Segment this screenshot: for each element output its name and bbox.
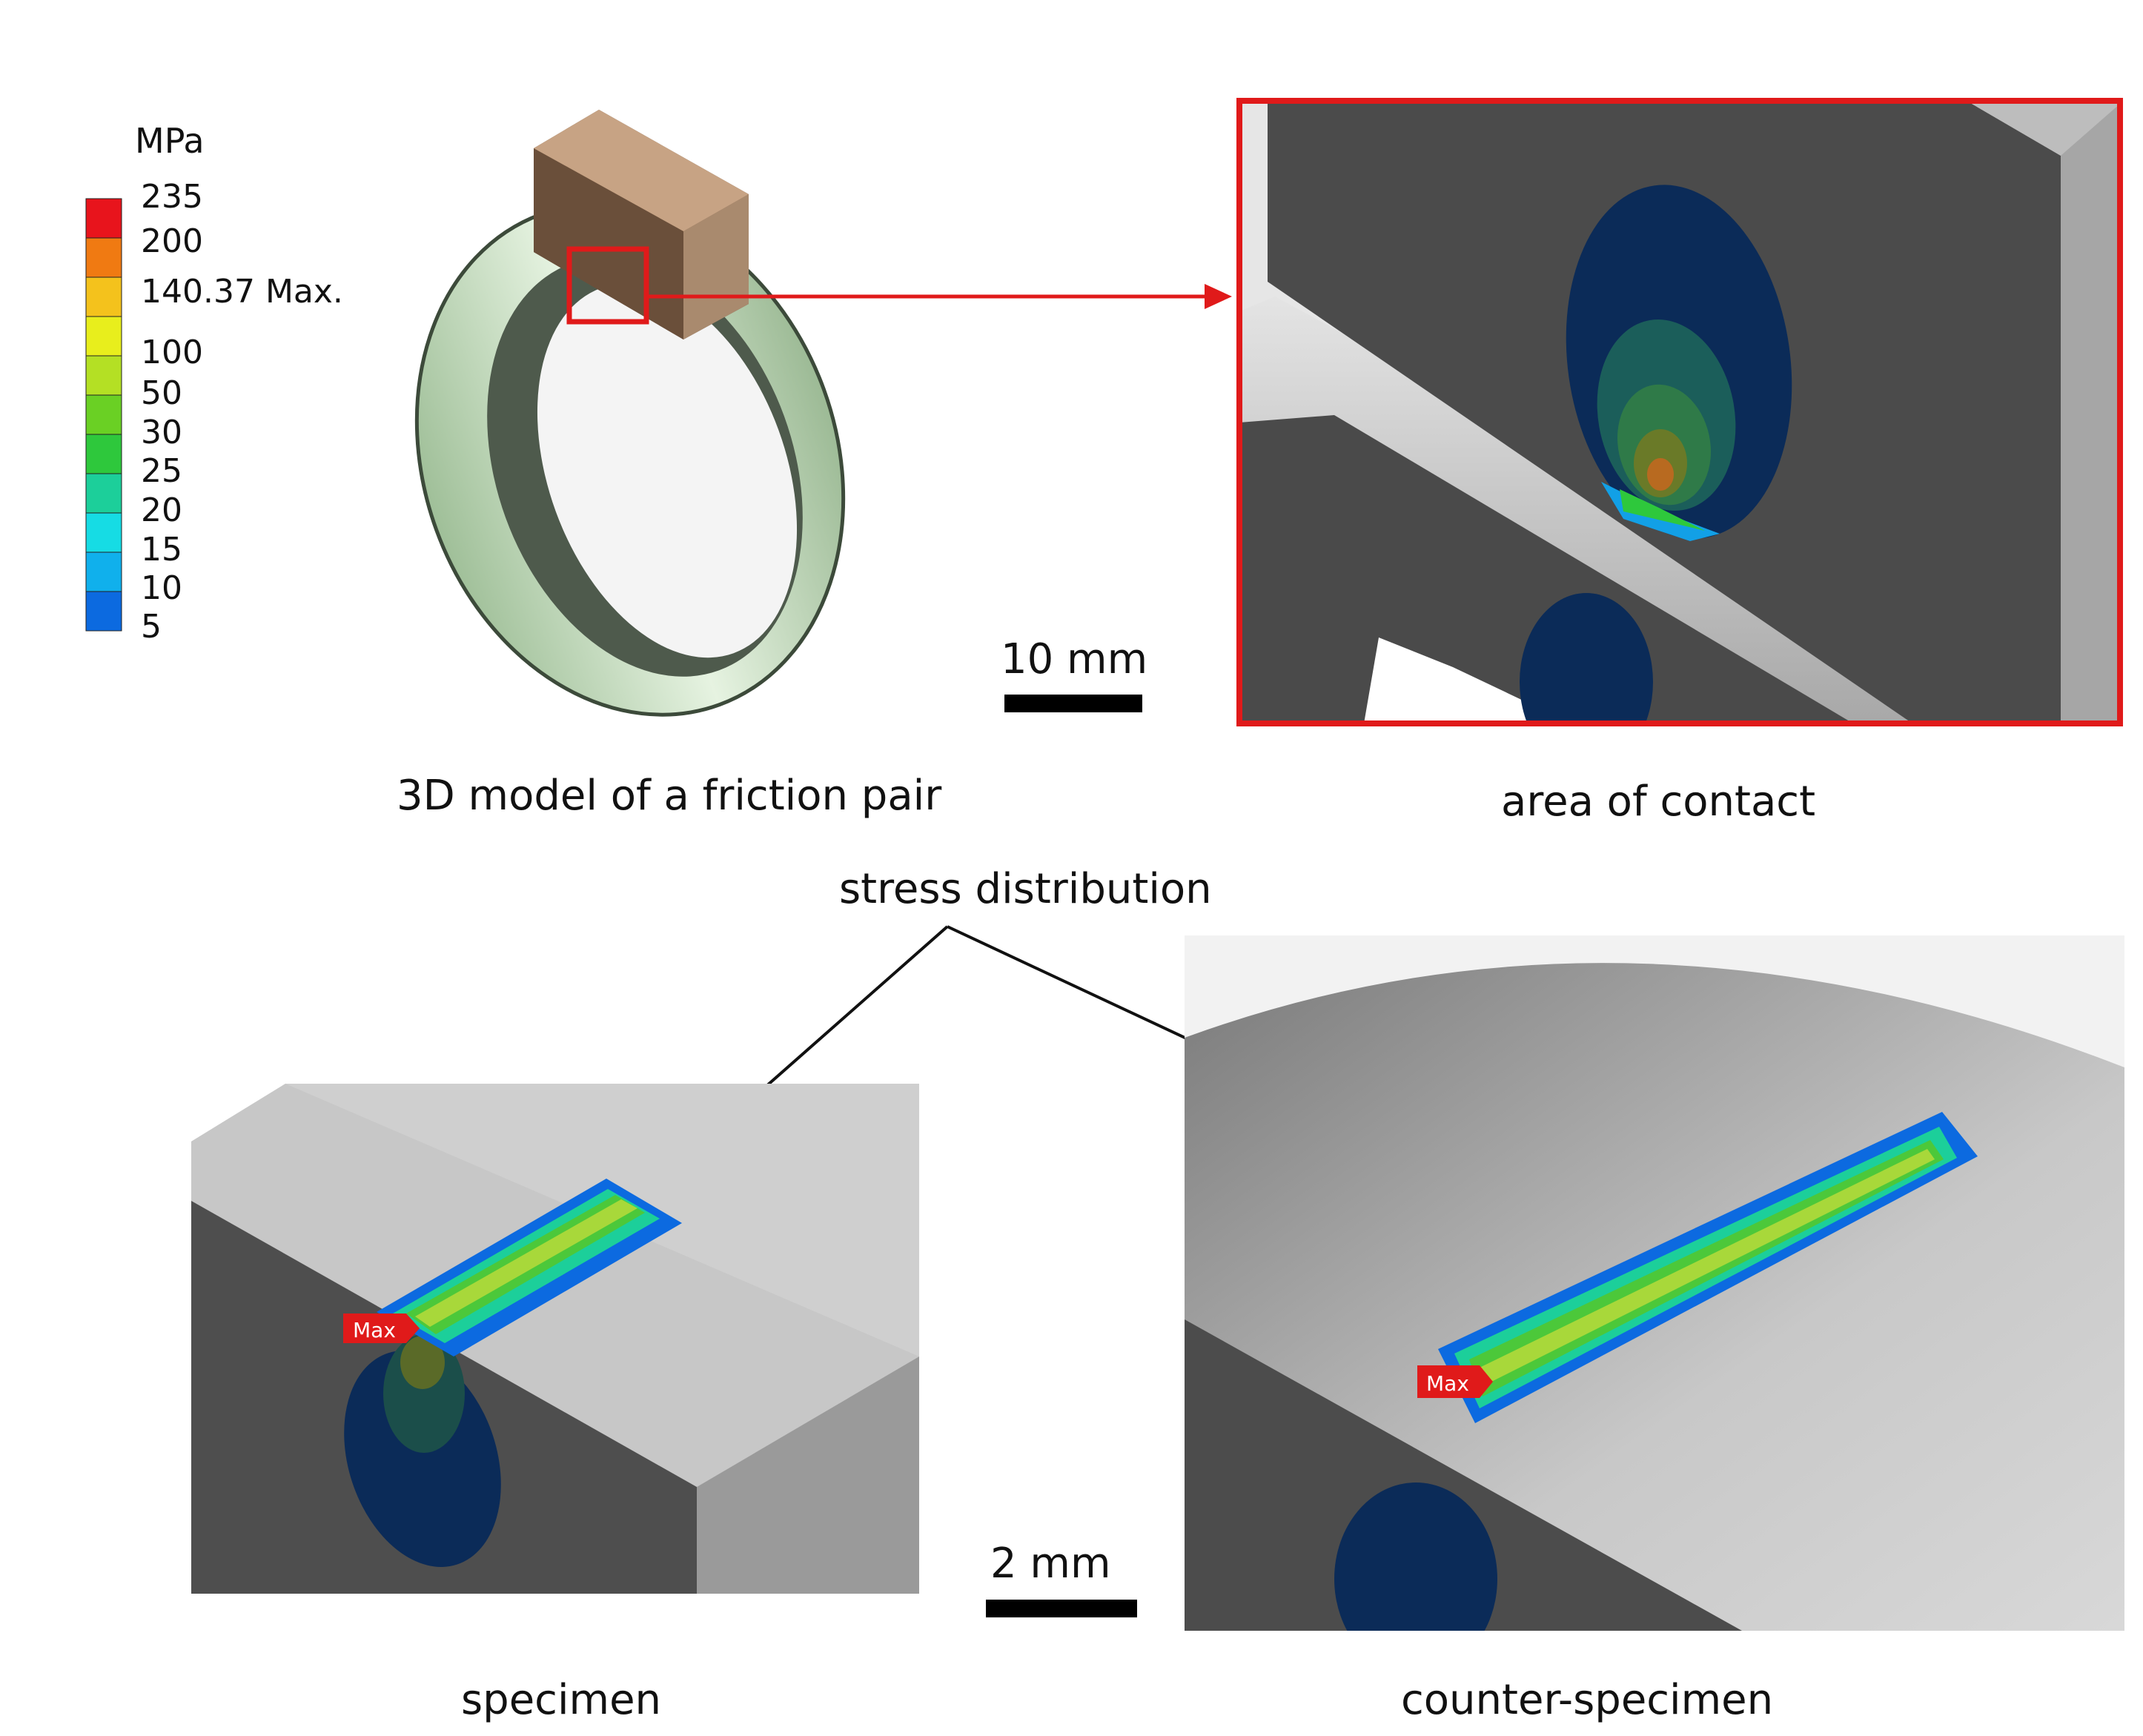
legend-unit: MPa <box>135 121 205 161</box>
legend-label: 5 <box>141 608 162 646</box>
scale-bar-bottom-label: 2 mm <box>990 1540 1111 1588</box>
legend-label: 140.37 Max. <box>141 273 343 311</box>
contact-caption: area of contact <box>1501 778 1815 826</box>
legend-swatch <box>85 473 122 514</box>
contact-zoom-frame <box>1236 98 2123 726</box>
specimen-caption: specimen <box>461 1676 661 1724</box>
legend-label: 25 <box>141 452 182 490</box>
legend-swatch <box>85 591 122 632</box>
legend-label: 10 <box>141 569 182 607</box>
legend-swatch <box>85 512 122 553</box>
zoom-arrow-head <box>1205 284 1232 309</box>
friction-pair-model <box>414 110 1232 717</box>
scale-bar-top: 10 mm <box>1001 635 1147 712</box>
scale-bar-bottom: 2 mm <box>986 1540 1137 1617</box>
legend-swatches <box>85 198 122 632</box>
counter-caption: counter-specimen <box>1401 1676 1773 1724</box>
legend-swatch <box>85 316 122 357</box>
ring-hole <box>537 283 798 658</box>
legend-label: 100 <box>141 334 203 371</box>
counter-specimen-model: Max <box>1185 935 2124 1631</box>
legend-swatch <box>85 276 122 317</box>
counter-max-label: Max <box>1426 1371 1469 1396</box>
legend-swatch <box>85 198 122 239</box>
contact-highlight-box <box>566 246 649 325</box>
scale-bar-top-label: 10 mm <box>1001 635 1147 683</box>
legend-label: 235 <box>141 178 203 216</box>
legend-label: 20 <box>141 491 182 529</box>
specimen-max-label: Max <box>353 1318 396 1342</box>
legend-swatch <box>85 434 122 474</box>
specimen-model: Max <box>191 1084 919 1594</box>
legend-swatch <box>85 394 122 435</box>
legend-swatch <box>85 355 122 396</box>
counter-max-marker: Max <box>1417 1365 1493 1398</box>
contact-zoom-panel <box>1236 98 2123 726</box>
specimen-max-marker: Max <box>343 1313 420 1343</box>
legend-swatch <box>85 551 122 592</box>
legend-label: 200 <box>141 222 203 260</box>
legend-label: 50 <box>141 374 182 412</box>
legend-label: 15 <box>141 531 182 569</box>
legend-label: 30 <box>141 414 182 451</box>
model-caption: 3D model of a friction pair <box>397 772 942 820</box>
stress-caption: stress distribution <box>839 865 1212 913</box>
legend-swatch <box>85 237 122 278</box>
